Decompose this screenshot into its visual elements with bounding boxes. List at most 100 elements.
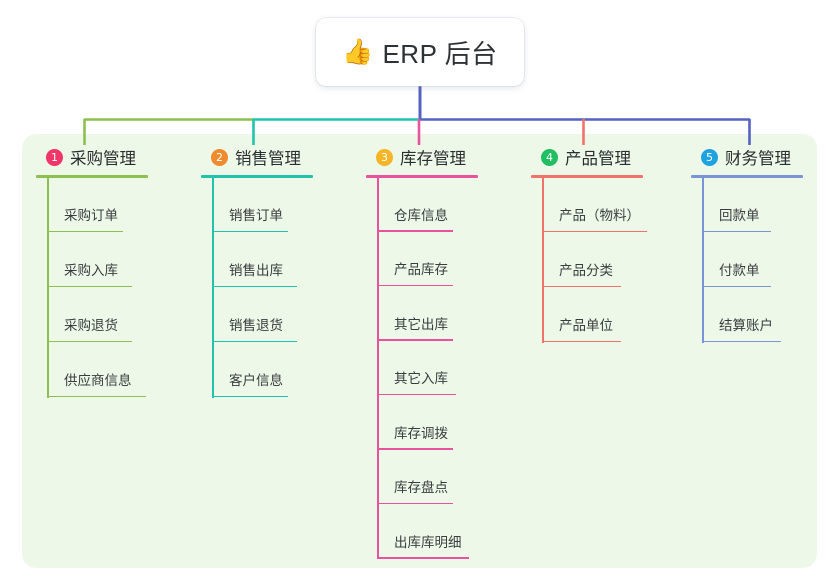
item-label: 库存调拨 xyxy=(394,425,448,441)
item-label: 仓库信息 xyxy=(394,207,448,223)
list-item[interactable]: 产品库存 xyxy=(366,232,478,287)
branch-badge-2: 2 xyxy=(211,148,228,166)
item-label: 其它出库 xyxy=(394,316,448,332)
item-spine xyxy=(377,450,379,505)
branch-column-1: 1 采购管理 采购订单 采购入库 采购退货 供应商信息 xyxy=(36,144,148,398)
list-item[interactable]: 产品（物料） xyxy=(531,177,647,233)
item-label: 库存盘点 xyxy=(394,480,448,496)
item-underline xyxy=(377,502,453,505)
list-item[interactable]: 其它入库 xyxy=(366,341,478,396)
item-underline xyxy=(542,340,621,343)
item-spine xyxy=(212,287,214,343)
item-spine xyxy=(212,232,214,288)
item-spine xyxy=(542,232,544,288)
list-item[interactable]: 付款单 xyxy=(691,232,803,288)
item-underline xyxy=(542,285,621,288)
branch-rule-4 xyxy=(531,175,643,178)
item-underline xyxy=(377,448,453,450)
item-label: 产品（物料） xyxy=(559,207,640,223)
list-item[interactable]: 产品分类 xyxy=(531,232,643,288)
item-underline xyxy=(47,230,123,233)
item-spine xyxy=(377,395,379,451)
item-spine xyxy=(212,177,214,233)
item-label: 销售退货 xyxy=(229,317,283,333)
branch-title-5: 财务管理 xyxy=(725,150,791,168)
item-underline xyxy=(212,230,288,233)
item-underline xyxy=(702,340,781,343)
item-spine xyxy=(702,232,704,288)
item-spine xyxy=(702,287,704,343)
item-underline xyxy=(377,339,453,341)
item-spine xyxy=(47,177,49,233)
item-spine xyxy=(377,177,379,233)
list-item[interactable]: 采购订单 xyxy=(36,177,148,233)
branch-column-4: 4 产品管理 产品（物料） 产品分类 产品单位 xyxy=(531,144,647,343)
branch-badge-3: 3 xyxy=(376,148,393,166)
item-spine xyxy=(377,504,379,560)
list-item[interactable]: 采购入库 xyxy=(36,232,148,288)
item-label: 采购退货 xyxy=(64,317,118,333)
list-item[interactable]: 出库库明细 xyxy=(366,504,478,560)
item-label: 客户信息 xyxy=(229,372,283,388)
item-label: 采购订单 xyxy=(64,207,118,223)
branch-rule-1 xyxy=(36,175,148,178)
branch-column-2: 2 销售管理 销售订单 销售出库 销售退货 客户信息 xyxy=(201,144,313,398)
list-item[interactable]: 客户信息 xyxy=(201,342,313,398)
list-item[interactable]: 供应商信息 xyxy=(36,342,148,398)
branch-title-1: 采购管理 xyxy=(70,150,136,168)
root-title: ERP 后台 xyxy=(382,38,498,69)
branch-badge-1: 1 xyxy=(46,148,63,166)
list-item[interactable]: 库存调拨 xyxy=(366,395,478,451)
branch-header-4[interactable]: 4 产品管理 xyxy=(531,144,643,170)
item-spine xyxy=(47,342,49,398)
branch-items-4: 产品（物料） 产品分类 产品单位 xyxy=(531,177,647,343)
list-item[interactable]: 仓库信息 xyxy=(366,177,478,233)
branch-header-3[interactable]: 3 库存管理 xyxy=(366,144,478,170)
item-label: 结算账户 xyxy=(719,317,773,333)
item-spine xyxy=(377,286,379,342)
branch-items-1: 采购订单 采购入库 采购退货 供应商信息 xyxy=(36,177,148,398)
item-underline xyxy=(377,557,469,559)
branch-title-2: 销售管理 xyxy=(235,150,301,168)
item-label: 销售出库 xyxy=(229,262,283,278)
list-item[interactable]: 库存盘点 xyxy=(366,450,478,505)
item-underline xyxy=(542,230,647,233)
branch-column-3: 3 库存管理 仓库信息 产品库存 其它出库 其它入库 xyxy=(366,144,478,560)
list-item[interactable]: 采购退货 xyxy=(36,287,148,343)
item-underline xyxy=(702,285,771,288)
branch-title-4: 产品管理 xyxy=(565,150,631,168)
branch-badge-4: 4 xyxy=(541,148,558,166)
item-underline xyxy=(47,395,146,398)
item-label: 出库库明细 xyxy=(394,534,462,550)
item-label: 付款单 xyxy=(719,262,760,278)
item-label: 产品分类 xyxy=(559,262,613,278)
list-item[interactable]: 结算账户 xyxy=(691,287,803,343)
item-label: 其它入库 xyxy=(394,371,448,387)
item-spine xyxy=(47,287,49,343)
list-item[interactable]: 销售订单 xyxy=(201,177,313,233)
item-spine xyxy=(377,341,379,396)
item-label: 销售订单 xyxy=(229,207,283,223)
branch-rule-2 xyxy=(201,175,313,178)
item-underline xyxy=(47,340,132,343)
root-node[interactable]: 👍 ERP 后台 xyxy=(316,18,524,86)
branch-header-1[interactable]: 1 采购管理 xyxy=(36,144,148,170)
item-underline xyxy=(212,395,288,398)
item-underline xyxy=(702,230,771,233)
item-spine xyxy=(702,177,704,233)
list-item[interactable]: 回款单 xyxy=(691,177,803,233)
branch-header-5[interactable]: 5 财务管理 xyxy=(691,144,803,170)
item-label: 产品库存 xyxy=(394,262,448,278)
list-item[interactable]: 其它出库 xyxy=(366,286,478,342)
item-label: 采购入库 xyxy=(64,262,118,278)
branch-header-2[interactable]: 2 销售管理 xyxy=(201,144,313,170)
list-item[interactable]: 销售出库 xyxy=(201,232,313,288)
branch-title-3: 库存管理 xyxy=(400,150,466,168)
list-item[interactable]: 销售退货 xyxy=(201,287,313,343)
list-item[interactable]: 产品单位 xyxy=(531,287,643,343)
branches-background-panel xyxy=(22,134,817,568)
item-spine xyxy=(212,342,214,398)
item-label: 供应商信息 xyxy=(64,372,132,388)
item-underline xyxy=(212,340,297,343)
item-spine xyxy=(377,232,379,287)
